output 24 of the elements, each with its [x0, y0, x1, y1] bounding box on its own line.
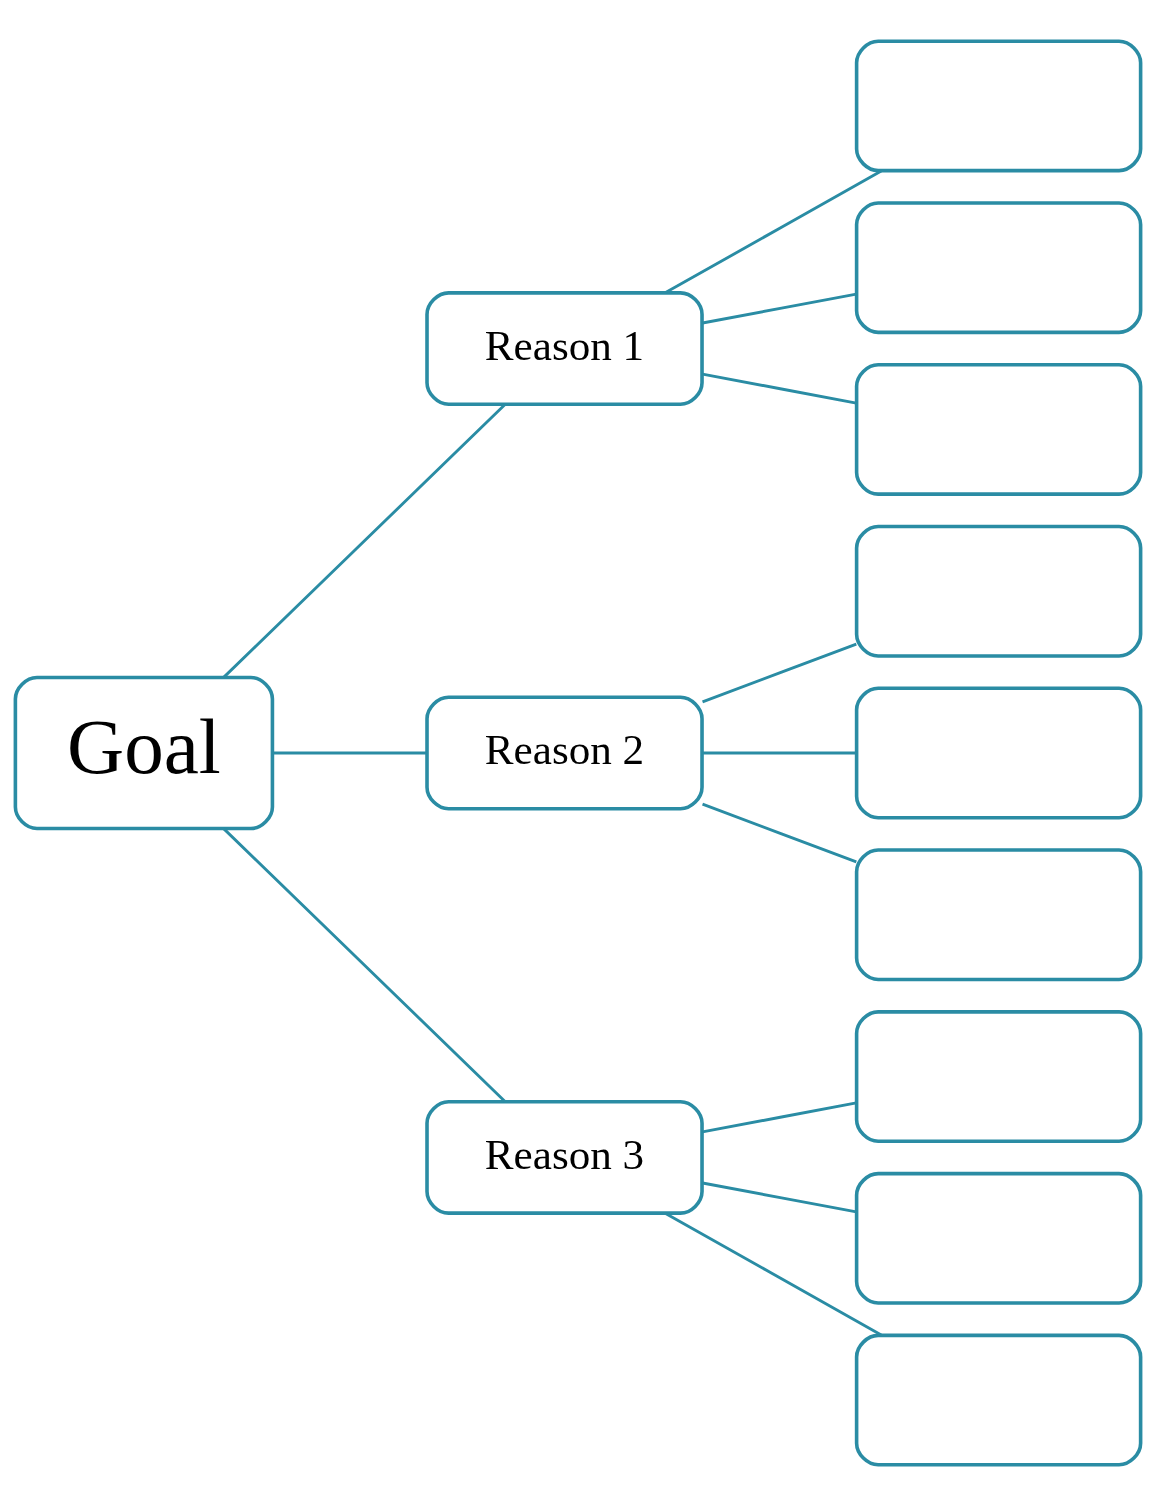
connector	[222, 827, 507, 1103]
node-box	[854, 847, 1143, 981]
node-box: Reason 2	[425, 695, 704, 810]
connector	[702, 1101, 857, 1133]
connector	[702, 1181, 857, 1213]
node-box	[854, 38, 1143, 172]
connector	[702, 751, 857, 754]
node-box	[854, 1009, 1143, 1143]
node-box	[854, 1171, 1143, 1305]
connector	[664, 169, 882, 294]
node-box: Reason 1	[425, 290, 704, 406]
node-box	[854, 200, 1143, 334]
connector	[272, 751, 427, 754]
node-box	[854, 524, 1143, 658]
node-box	[854, 686, 1143, 819]
connector	[664, 1211, 882, 1336]
node-box: Reason 3	[425, 1099, 704, 1215]
connector	[702, 642, 857, 703]
node-box	[854, 362, 1143, 496]
connector	[702, 372, 857, 404]
node-box	[854, 1333, 1143, 1467]
connector	[702, 802, 857, 863]
connector	[702, 292, 857, 324]
node-box: Goal	[13, 675, 275, 830]
